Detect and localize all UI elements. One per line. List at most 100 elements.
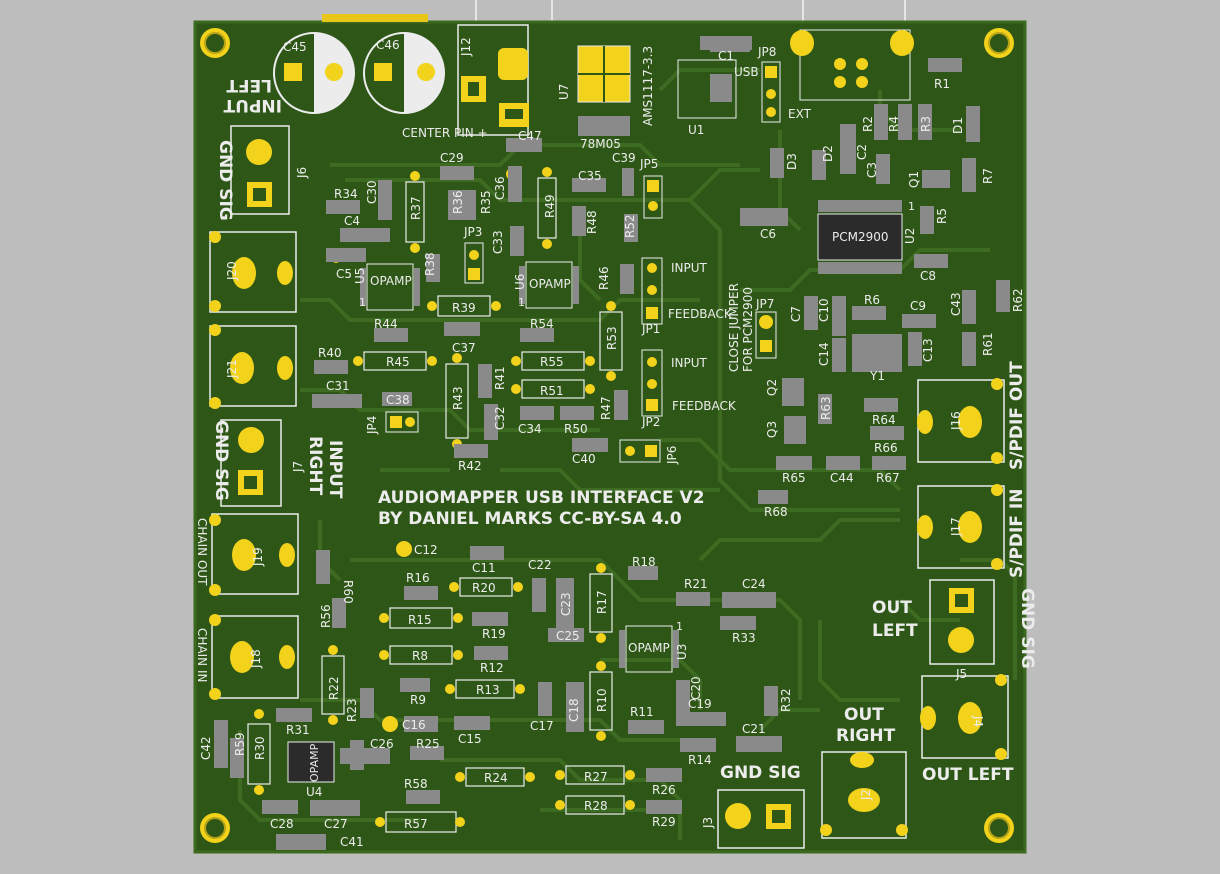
label-c22: C22 [528, 558, 552, 572]
label-r33: R33 [732, 631, 756, 645]
label-r16: R16 [406, 571, 430, 585]
label-u7: U7 [557, 84, 571, 100]
label-r60: R60 [341, 580, 355, 604]
label-j12: J12 [459, 37, 473, 57]
label-spdif-in: S/PDIF IN [1007, 489, 1027, 578]
label-c41: C41 [340, 835, 364, 849]
label-c3: C3 [865, 162, 879, 178]
label-r3: R3 [919, 116, 933, 132]
tht-pads [254, 167, 635, 827]
label-jp1: JP1 [641, 322, 660, 336]
label-c40: C40 [572, 452, 596, 466]
label-c2: C2 [855, 144, 869, 160]
label-r6: R6 [864, 293, 880, 307]
label-c28: C28 [270, 817, 294, 831]
label-gnd-sig-j6: GND SIG [215, 140, 235, 221]
label-out-right-1: OUT [844, 705, 884, 725]
label-r64: R64 [872, 413, 896, 427]
label-c42: C42 [199, 736, 213, 760]
label-c36: C36 [493, 176, 507, 200]
label-j19: J19 [251, 547, 265, 567]
usb-connector [790, 29, 914, 101]
label-r26: R26 [652, 783, 676, 797]
silkscreen-labels: C45 C46 J12 U7 AMS1117-3.3 C1 JP8 USB EX… [195, 37, 1037, 849]
label-j3: J3 [701, 817, 715, 829]
opamp-pins [360, 266, 679, 668]
title-line-2: BY DANIEL MARKS CC-BY-SA 4.0 [378, 509, 682, 529]
label-r28: R28 [584, 799, 608, 813]
label-gnd-sig-j7: GND SIG [211, 420, 231, 501]
label-c45: C45 [283, 40, 307, 54]
label-j20: J20 [225, 261, 239, 281]
label-input-left-2: LEFT [226, 75, 272, 95]
label-q3: Q3 [765, 421, 779, 438]
label-r2: R2 [861, 116, 875, 132]
label-r32: R32 [779, 688, 793, 712]
label-u1: U1 [688, 123, 704, 137]
label-r68: R68 [764, 505, 788, 519]
label-c4: C4 [344, 214, 360, 228]
label-c5: C5 [336, 267, 352, 281]
label-r59: R59 [233, 732, 247, 756]
label-r51: R51 [540, 384, 564, 398]
label-r40: R40 [318, 346, 342, 360]
label-c32: C32 [493, 406, 507, 430]
label-opamp-u4: OPAMP [308, 743, 321, 782]
label-c35: C35 [578, 169, 602, 183]
label-r14: R14 [688, 753, 712, 767]
label-r11: R11 [630, 705, 654, 719]
label-j2: J2 [859, 789, 873, 801]
label-r13: R13 [476, 683, 500, 697]
label-c16: C16 [402, 718, 426, 732]
label-r10: R10 [595, 688, 609, 712]
label-r47: R47 [599, 396, 613, 420]
label-q2: Q2 [765, 379, 779, 396]
label-jp8: JP8 [757, 45, 776, 59]
label-r21: R21 [684, 577, 708, 591]
label-feedback-jp1: FEEDBACK [668, 307, 733, 321]
label-pin1-pcm: 1 [908, 200, 915, 213]
label-c34: C34 [518, 422, 542, 436]
label-c12: C12 [414, 543, 438, 557]
label-j5: J5 [955, 667, 967, 681]
label-j4: J4 [971, 715, 985, 727]
label-r66: R66 [874, 441, 898, 455]
label-c7: C7 [789, 306, 803, 322]
label-r4: R4 [887, 116, 901, 132]
label-jp3: JP3 [463, 225, 482, 239]
label-center-pin: CENTER PIN + [402, 126, 488, 140]
label-r57: R57 [404, 817, 428, 831]
label-c23: C23 [559, 592, 573, 616]
label-c31: C31 [326, 379, 350, 393]
label-c38: C38 [386, 393, 410, 407]
label-usb: USB [734, 65, 759, 79]
label-j7: J7 [291, 461, 305, 473]
label-c30: C30 [365, 180, 379, 204]
label-out-left-2: LEFT [872, 621, 918, 641]
electrolytic-capacitors [273, 32, 445, 114]
label-c17: C17 [530, 719, 554, 733]
label-u6: U6 [513, 274, 527, 290]
label-78m05: 78M05 [580, 137, 621, 151]
label-jp7: JP7 [755, 297, 774, 311]
label-j18: J18 [249, 649, 263, 669]
label-r41: R41 [493, 366, 507, 390]
label-gnd-sig-j3: GND SIG [720, 763, 801, 783]
label-opamp-u5: OPAMP [370, 274, 412, 288]
label-j21: J21 [225, 359, 239, 379]
label-r58: R58 [404, 777, 428, 791]
label-u5: U5 [353, 268, 367, 284]
label-c10: C10 [817, 298, 831, 322]
label-out-right-2: RIGHT [836, 726, 896, 746]
label-c27: C27 [324, 817, 348, 831]
label-r52: R52 [623, 214, 637, 238]
label-input-jp1: INPUT [671, 261, 708, 275]
label-jp4: JP4 [365, 416, 379, 435]
terminal-blocks [220, 125, 995, 849]
label-c1: C1 [718, 49, 734, 63]
label-r30: R30 [253, 736, 267, 760]
label-u2: U2 [903, 228, 917, 244]
label-r24: R24 [484, 771, 508, 785]
label-c15: C15 [458, 732, 482, 746]
label-c24: C24 [742, 577, 766, 591]
